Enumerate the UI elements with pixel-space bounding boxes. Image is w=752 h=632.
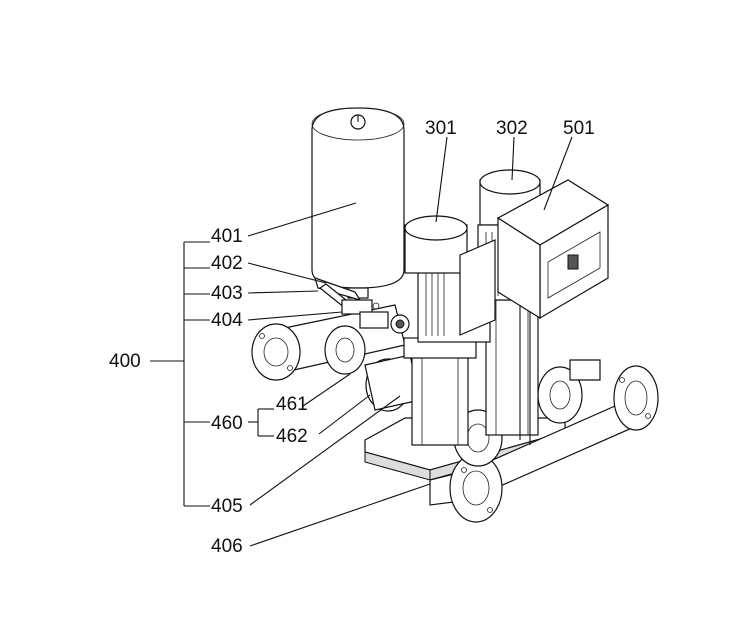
- label-405: 405: [211, 496, 243, 517]
- label-404: 404: [211, 310, 243, 331]
- label-301: 301: [425, 118, 457, 139]
- bracket-400: [150, 241, 210, 507]
- label-400: 400: [109, 351, 141, 372]
- pressure-tank-401: [311, 107, 405, 299]
- label-460: 460: [211, 413, 243, 434]
- label-461: 461: [276, 394, 308, 415]
- tank-connector: [314, 277, 389, 329]
- label-401: 401: [211, 226, 243, 247]
- label-402: 402: [211, 253, 243, 274]
- leader-lines: [247, 136, 573, 547]
- label-462: 462: [276, 426, 308, 447]
- label-403: 403: [211, 283, 243, 304]
- discharge-pipe: [449, 365, 659, 523]
- label-501: 501: [563, 118, 595, 139]
- bracket-460: [248, 408, 274, 437]
- pump-301: [390, 215, 496, 446]
- label-302: 302: [496, 118, 528, 139]
- control-cabinet-501: [496, 179, 610, 445]
- label-406: 406: [211, 536, 243, 557]
